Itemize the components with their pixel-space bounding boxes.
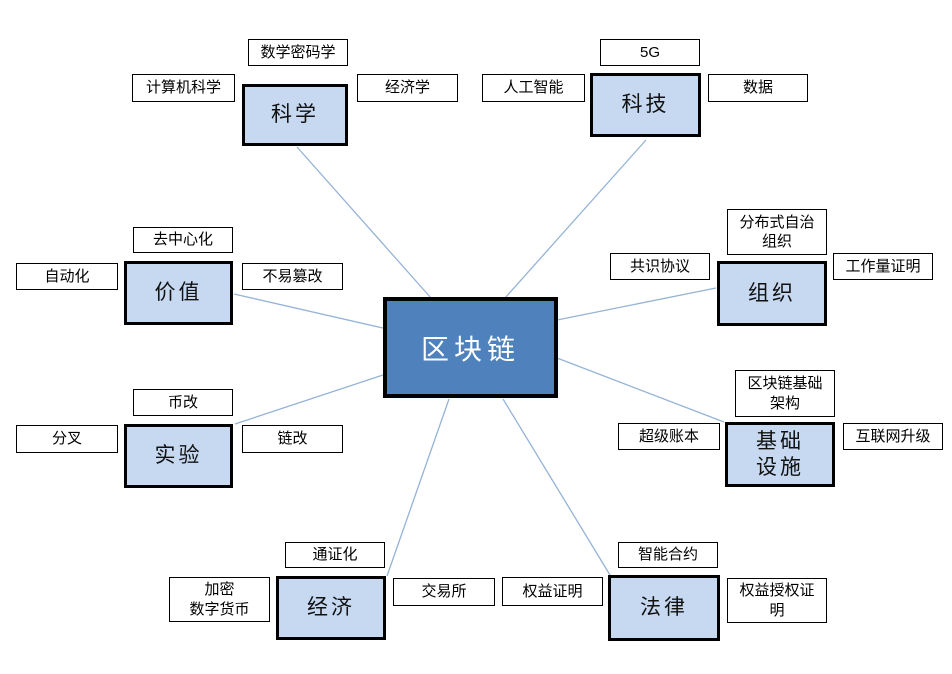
- leaf-node-tokenization[interactable]: 通证化: [285, 542, 385, 568]
- leaf-node-tamper-resistant[interactable]: 不易篡改: [242, 263, 343, 290]
- branch-node-technology[interactable]: 科技: [590, 73, 701, 137]
- leaf-node-chain-reform[interactable]: 链改: [242, 425, 343, 453]
- connector-infrastructure: [556, 357, 725, 423]
- leaf-node-coin-reform[interactable]: 币改: [133, 389, 233, 416]
- connector-technology: [504, 139, 647, 299]
- connector-science: [296, 146, 432, 299]
- leaf-node-dao[interactable]: 分布式自治 组织: [727, 209, 827, 255]
- leaf-node-automation[interactable]: 自动化: [16, 263, 118, 290]
- leaf-node-proof-of-work[interactable]: 工作量证明: [833, 253, 933, 280]
- leaf-node-proof-of-stake[interactable]: 权益证明: [502, 577, 603, 606]
- branch-node-experiment[interactable]: 实验: [124, 424, 233, 488]
- leaf-node-smart-contract[interactable]: 智能合约: [618, 542, 718, 568]
- leaf-node-delegated-proof-of-stake[interactable]: 权益授权证 明: [727, 578, 827, 623]
- branch-node-value[interactable]: 价值: [124, 261, 233, 325]
- leaf-node-economics[interactable]: 经济学: [357, 74, 458, 102]
- branch-node-science[interactable]: 科学: [242, 84, 348, 146]
- leaf-node-consensus-protocol[interactable]: 共识协议: [610, 253, 710, 280]
- leaf-node-hyperledger[interactable]: 超级账本: [618, 423, 720, 450]
- branch-node-organization[interactable]: 组织: [717, 261, 827, 326]
- leaf-node-math-cryptography[interactable]: 数学密码学: [248, 39, 348, 66]
- branch-node-infrastructure[interactable]: 基础 设施: [725, 422, 835, 487]
- leaf-node-blockchain-architecture[interactable]: 区块链基础 架构: [735, 370, 835, 417]
- leaf-node-exchange[interactable]: 交易所: [393, 578, 495, 606]
- branch-node-economy[interactable]: 经济: [276, 576, 386, 640]
- leaf-node-data[interactable]: 数据: [708, 74, 808, 102]
- connector-economy: [386, 398, 450, 577]
- leaf-node-artificial-intelligence[interactable]: 人工智能: [482, 74, 585, 102]
- branch-node-law[interactable]: 法律: [608, 575, 720, 641]
- connector-value: [233, 293, 384, 329]
- leaf-node-cryptocurrency[interactable]: 加密 数字货币: [169, 577, 270, 622]
- leaf-node-decentralization[interactable]: 去中心化: [133, 227, 233, 253]
- leaf-node-5g[interactable]: 5G: [600, 39, 700, 66]
- center-node-blockchain[interactable]: 区块链: [383, 297, 558, 398]
- leaf-node-internet-upgrade[interactable]: 互联网升级: [843, 423, 943, 450]
- leaf-node-computer-science[interactable]: 计算机科学: [132, 74, 235, 102]
- connector-law: [502, 398, 611, 576]
- leaf-node-fork[interactable]: 分叉: [16, 425, 118, 453]
- connector-experiment: [234, 374, 384, 425]
- connector-organization: [556, 287, 717, 321]
